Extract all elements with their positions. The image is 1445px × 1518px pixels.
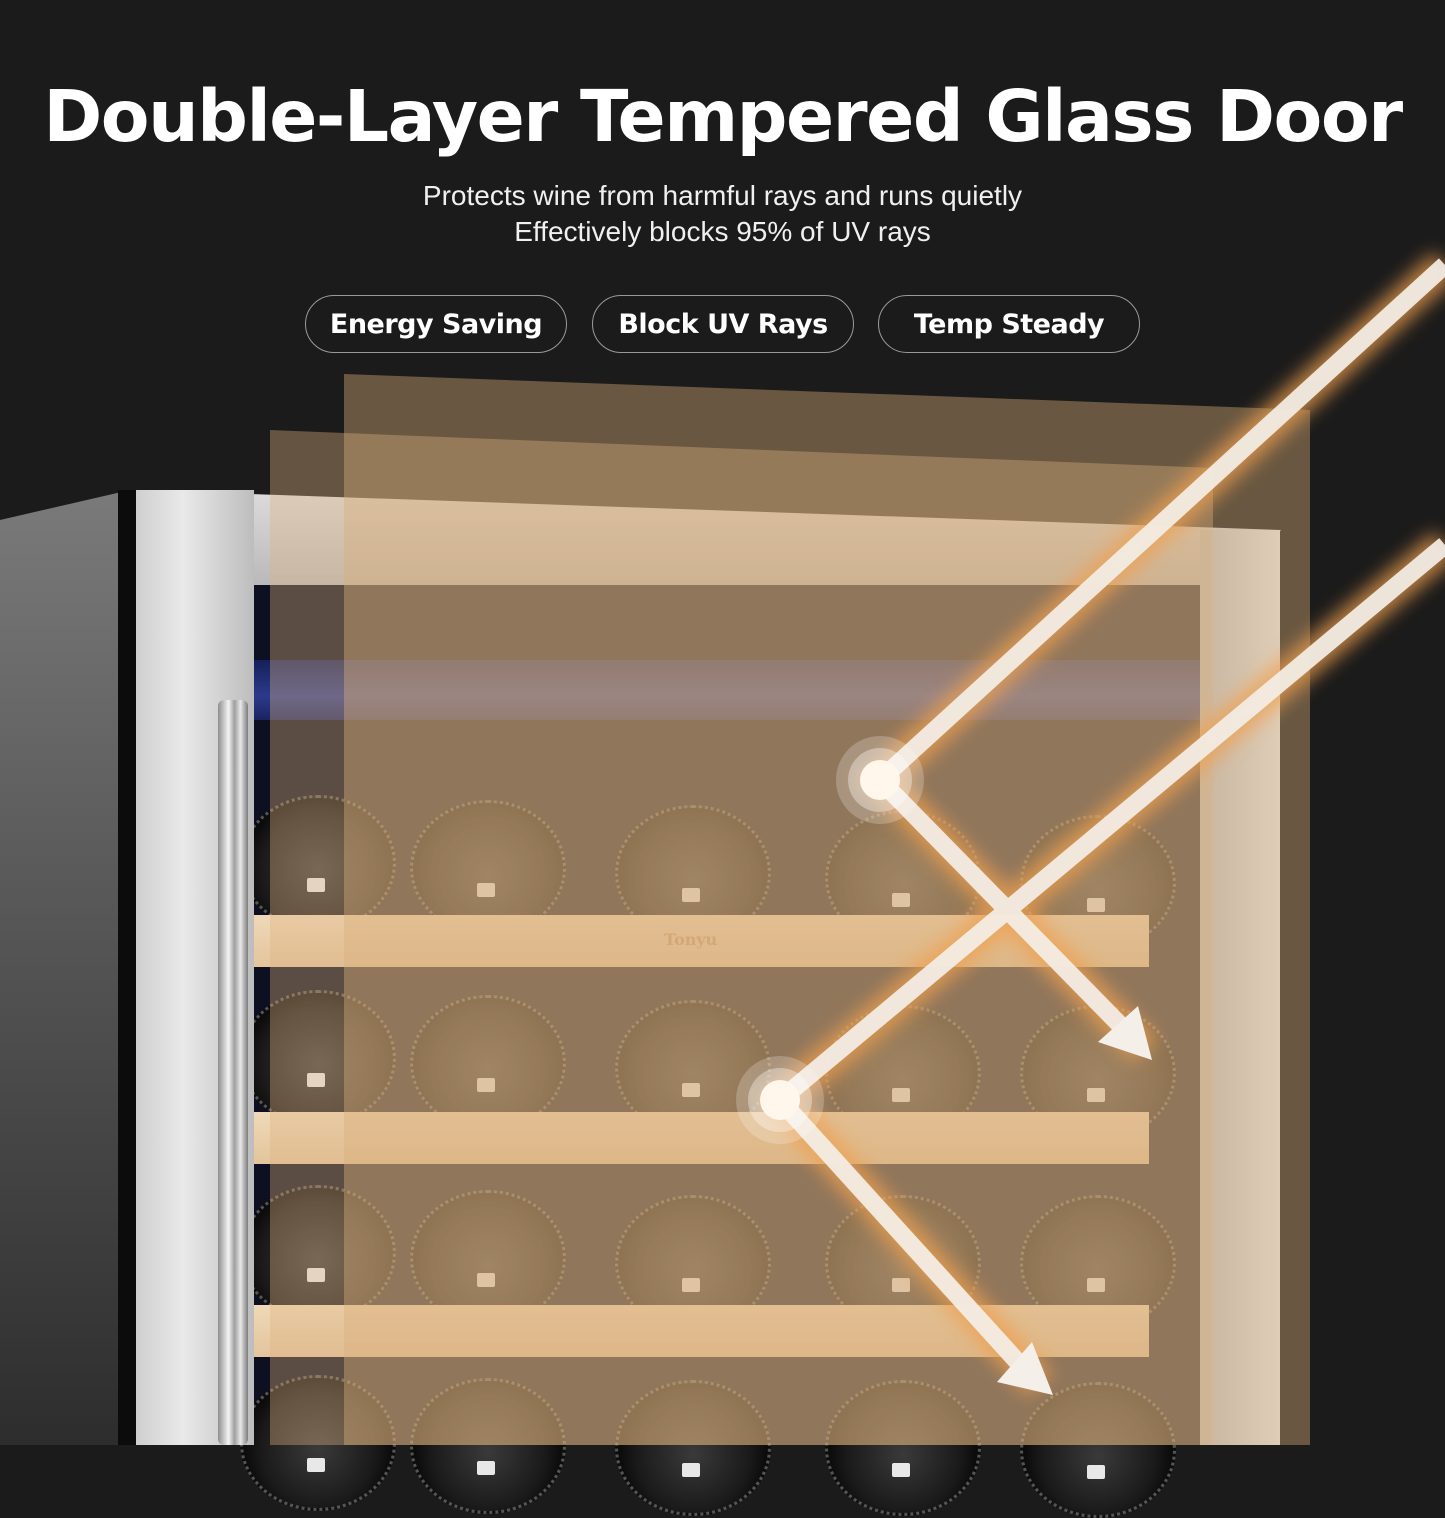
impact-point-icon [836,736,924,824]
blue-led-light [254,660,1200,720]
feature-badge-block-uv-rays: Block UV Rays [592,295,854,353]
impact-point-icon [736,1056,824,1144]
wine-bottle [410,995,566,1131]
shelf-brand-text: Tonyu [664,930,718,949]
wine-bottle [410,800,566,936]
wooden-shelf [254,1112,1149,1164]
wine-bottle [240,795,396,931]
cabinet-side-panel [0,490,130,1445]
feature-badges: Energy Saving Block UV Rays Temp Steady [0,295,1445,357]
arrow-head-icon [997,1342,1053,1395]
door-gasket [118,490,136,1445]
door-handle [218,700,248,1445]
subtitle-line-2: Effectively blocks 95% of UV rays [514,216,931,247]
wine-bottle [240,1185,396,1321]
page-title: Double-Layer Tempered Glass Door [43,75,1403,158]
feature-badge-temp-steady: Temp Steady [878,295,1140,353]
feature-badge-energy-saving: Energy Saving [305,295,567,353]
arrow-head-icon [1098,1006,1152,1060]
subtitle-line-1: Protects wine from harmful rays and runs… [422,180,1023,211]
uv-ray-beams [736,252,1445,1397]
